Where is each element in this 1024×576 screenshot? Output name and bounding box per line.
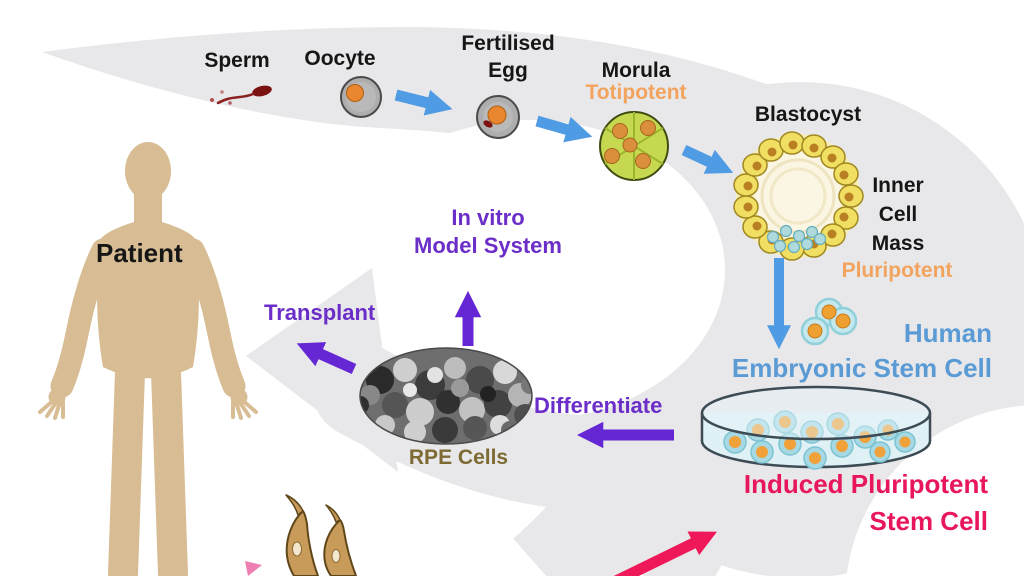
patient-silhouette	[38, 142, 258, 576]
oocyte-icon	[340, 76, 382, 118]
sperm-icon	[210, 85, 272, 105]
label-oocyte: Oocyte	[304, 47, 376, 70]
petri-dish-icon	[700, 385, 932, 470]
label-pluripotent: Pluripotent	[841, 259, 953, 282]
blastocyst-icon	[733, 131, 864, 261]
rpe-micrograph-icon	[359, 347, 533, 445]
label-blastocyst: Blastocyst	[754, 103, 862, 126]
label-morula: Morula	[601, 59, 671, 82]
inner-cell-mass-icon	[766, 224, 827, 254]
label-sperm: Sperm	[204, 49, 270, 72]
band-arrowhead	[246, 268, 398, 472]
label-rpe-cells: RPE Cells	[408, 446, 509, 469]
arrow-oocyte-to-egg	[394, 89, 453, 116]
morula-icon	[599, 111, 669, 181]
label-patient: Patient	[96, 238, 183, 268]
label-fertilised-egg: Fertilised Egg	[461, 32, 555, 82]
label-induced-pluripotent-stem-cell: Induced Pluripotent Stem Cell	[743, 469, 988, 536]
fertilised-egg-icon	[476, 95, 520, 139]
arrow-egg-to-morula	[535, 115, 593, 143]
arrow-reprogramming	[613, 531, 717, 576]
arrow-patient-biopsy	[245, 561, 262, 576]
fibroblast-cells-icon	[285, 494, 357, 576]
label-in-vitro-model-system: In vitro Model System	[414, 205, 562, 258]
esc-cluster-icon	[800, 297, 858, 346]
arrow-transplant	[296, 342, 357, 375]
label-transplant: Transplant	[264, 300, 376, 325]
label-human-embryonic-stem-cell: Human Embryonic Stem Cell	[731, 318, 992, 384]
label-differentiate: Differentiate	[534, 393, 663, 418]
label-inner-cell-mass: Inner Cell Mass	[871, 174, 925, 255]
label-totipotent: Totipotent	[585, 81, 687, 104]
arrow-morula-to-blastocyst	[681, 145, 734, 174]
